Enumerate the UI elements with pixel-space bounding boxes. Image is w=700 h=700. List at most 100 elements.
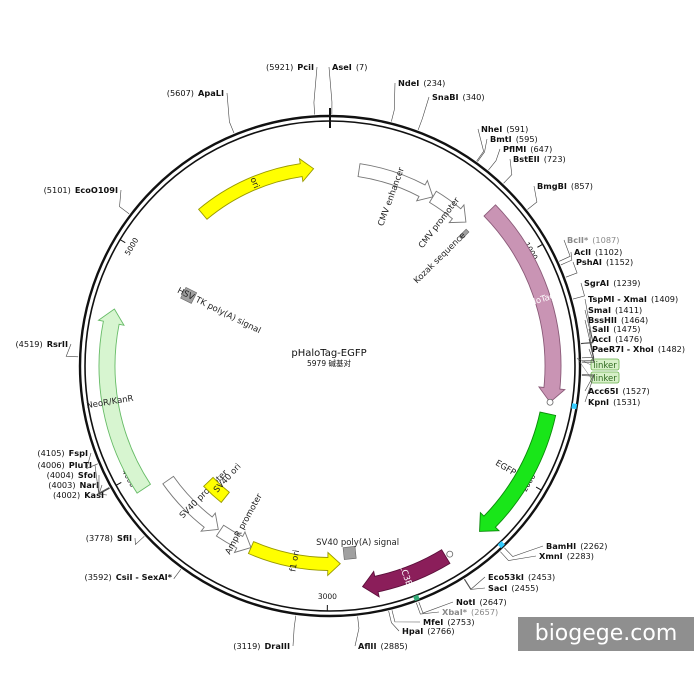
site-name-nhei: NheI — [481, 124, 502, 134]
site-name-bsshii: BssHII — [588, 315, 617, 325]
site-name-sgrai: SgrAI — [584, 278, 609, 288]
site-label-bmgbi: BmgBI(857) — [537, 181, 593, 191]
halotag-arrow — [483, 204, 566, 403]
site-leader-aflii — [354, 616, 360, 647]
site-pos-bsshii: (1464) — [621, 315, 648, 325]
tick-mark-2000 — [535, 486, 542, 491]
site-pos-sfoi: (4004) — [47, 470, 74, 480]
site-label-ecoo109i: (5101) EcoO109I — [44, 185, 118, 195]
hsv-tk-polya-label: HSV TK poly(A) signal — [175, 286, 262, 336]
site-leader-asei — [328, 66, 333, 115]
site-label-apali: (5607) ApaLI — [167, 88, 224, 98]
site-pos-saci: (2455) — [511, 583, 538, 593]
site-leader-rsrii — [65, 343, 79, 358]
site-label-sfoi: (4004)SfoI — [47, 470, 96, 480]
site-label-paer7i-xhoi: PaeR7I - XhoI(1482) — [592, 344, 685, 354]
site-pos-tspmi-xmai: (1409) — [651, 294, 678, 304]
site-pos-draiii: (3119) — [233, 641, 260, 651]
site-pos-sgrai: (1239) — [613, 278, 640, 288]
site-label-snabi: SnaBI(340) — [432, 92, 485, 102]
site-name-bmgbi: BmgBI — [537, 181, 567, 191]
site-pos-ecoo109i: (5101) — [44, 185, 71, 195]
ampr-promoter-arrow — [215, 524, 252, 554]
site-leader-pflmi — [488, 148, 501, 171]
site-name-kpni: KpnI — [588, 397, 609, 407]
tick-mark-5000 — [119, 239, 126, 244]
tick-label-5000: 5000 — [123, 236, 141, 257]
sv40-promoter-arrow — [162, 475, 219, 532]
site-leader-ecoo109i — [119, 189, 130, 215]
site-name-csii-sexai: CsiI - SexAI* — [116, 572, 173, 582]
site-name-bsteii: BstEII — [513, 154, 540, 164]
site-label-pflmi: PflMI(647) — [503, 144, 552, 154]
site-label-sgrai: SgrAI (1239) — [584, 278, 640, 288]
site-name-ndei: NdeI — [398, 78, 419, 88]
site-name-apali: ApaLI — [198, 88, 224, 98]
site-label-pluti: (4006)PluTI — [37, 460, 92, 470]
ori-label: ori — [247, 176, 260, 190]
site-pos-apali: (5607) — [167, 88, 194, 98]
plasmid-center-label: pHaloTag-EGFP 5979 碱基对 — [291, 348, 366, 368]
site-name-acci: AccI — [592, 334, 611, 344]
site-label-bcli: BclI*(1087) — [567, 235, 619, 245]
site-label-nhei: NheI (591) — [481, 124, 528, 134]
site-name-mfei: MfeI — [423, 617, 443, 627]
sv40-ori-arrow — [203, 476, 230, 504]
site-pos-nhei: (591) — [506, 124, 528, 134]
site-pos-sali: (1475) — [613, 324, 640, 334]
site-label-ndei: NdeI (234) — [398, 78, 445, 88]
site-name-sfii: SfiI — [117, 533, 132, 543]
site-label-smai: SmaI(1411) — [588, 305, 642, 315]
site-leader-smai — [580, 309, 594, 345]
plasmid-name: pHaloTag-EGFP — [291, 348, 366, 359]
site-name-draiii: DraIII — [265, 641, 291, 651]
linker-tag-1 — [590, 371, 620, 384]
site-leader-saci — [463, 579, 486, 590]
site-name-xmni: XmnI — [539, 551, 563, 561]
site-label-sali: SalI(1475) — [592, 324, 641, 334]
site-name-hpai: HpaI — [402, 626, 423, 636]
site-leader-bcli — [559, 239, 571, 262]
site-leader-xmni — [500, 551, 537, 561]
hsv-tk-polya-box — [180, 286, 198, 304]
site-label-noti: NotI(2647) — [456, 597, 507, 607]
ori-arrow — [197, 157, 315, 220]
site-leader-bamhi — [504, 545, 544, 557]
linker-tag-leader-0 — [576, 357, 592, 366]
neor-kanr-arrow — [97, 308, 152, 494]
site-leader-mfei — [391, 610, 421, 623]
site-label-xbai: XbaI*(2657) — [442, 607, 498, 617]
site-leader-bsteii — [503, 158, 513, 184]
site-label-nari: (4003)NarI — [48, 480, 99, 490]
site-name-bcli: BclI* — [567, 235, 589, 245]
site-leader-nhei — [476, 128, 484, 162]
site-label-pshai: PshAI(1152) — [576, 257, 633, 267]
site-pos-ndei: (234) — [423, 78, 445, 88]
tick-mark-4000 — [115, 482, 122, 486]
site-leader-csii-sexai — [173, 568, 182, 580]
site-label-bsshii: BssHII (1464) — [588, 315, 648, 325]
site-pos-eco53ki: (2453) — [528, 572, 555, 582]
site-pos-pcii: (5921) — [266, 62, 293, 72]
site-label-draiii: (3119) DraIII — [233, 641, 290, 651]
site-leader-xbai — [415, 602, 440, 615]
linker-marker-1 — [446, 550, 454, 558]
site-label-bsteii: BstEII(723) — [513, 154, 566, 164]
site-label-acli: AclI(1102) — [574, 247, 622, 257]
site-name-ecoo109i: EcoO109I — [75, 185, 118, 195]
site-name-aflii: AflII — [358, 641, 377, 651]
site-name-rsrii: RsrII — [47, 339, 68, 349]
site-leader-bmti — [477, 138, 488, 162]
site-label-hpai: HpaI(2766) — [402, 626, 455, 636]
tick-mark-1000 — [537, 243, 543, 248]
site-label-eco53ki: Eco53kI(2453) — [488, 572, 555, 582]
site-label-bamhi: BamHI(2262) — [546, 541, 607, 551]
site-pos-pluti: (4006) — [37, 460, 64, 470]
site-pos-kpni: (1531) — [613, 397, 640, 407]
site-name-asei: AseI — [332, 62, 352, 72]
site-pos-kasi: (4002) — [53, 490, 80, 500]
sv40-polya-label: SV40 poly(A) signal — [316, 538, 399, 548]
site-label-acci: AccI(1476) — [592, 334, 642, 344]
site-name-pcii: PciI — [297, 62, 314, 72]
plasmid-length: 5979 碱基对 — [307, 358, 351, 368]
